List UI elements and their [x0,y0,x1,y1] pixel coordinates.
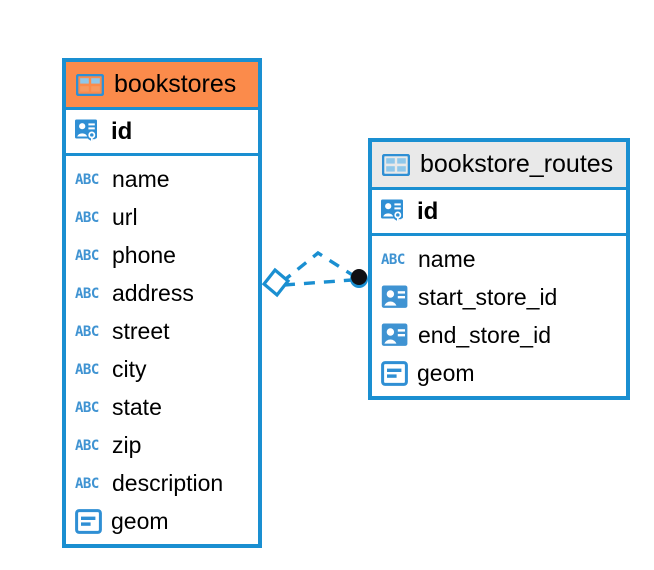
field-row[interactable]: start_store_id [372,278,626,316]
primary-key-icon [74,117,104,147]
field-label: url [112,203,138,230]
filled-circle-marker [350,269,368,288]
svg-text:ABC: ABC [75,438,99,453]
field-row[interactable]: geom [372,354,626,392]
foreign-key-icon [381,322,409,348]
table-icon [382,153,410,176]
svg-text:ABC: ABC [75,362,99,377]
field-label: street [112,317,170,344]
field-row[interactable]: ABC name [66,160,258,198]
field-label: zip [112,431,142,458]
field-row[interactable]: ABC phone [66,236,258,274]
table-icon [76,73,104,96]
geometry-icon [75,508,102,534]
field-row[interactable]: ABC url [66,198,258,236]
entity-bookstores-title: bookstores [114,70,237,98]
field-row[interactable]: ABC description [66,464,258,502]
svg-text:ABC: ABC [75,248,99,263]
abc-text-icon: ABC [75,475,103,491]
entity-bookstore-routes-title: bookstore_routes [420,150,614,178]
field-row[interactable]: ABC street [66,312,258,350]
entity-bookstore-routes-primary-key-row[interactable]: id [372,190,626,236]
foreign-key-icon [381,284,409,310]
abc-text-icon: ABC [75,399,103,415]
abc-text-icon: ABC [75,361,103,377]
abc-text-icon: ABC [75,285,103,301]
field-row[interactable]: ABC zip [66,426,258,464]
abc-text-icon: ABC [381,251,409,267]
svg-text:ABC: ABC [75,324,99,339]
svg-text:ABC: ABC [75,476,99,491]
svg-text:ABC: ABC [75,286,99,301]
field-label: description [112,469,224,496]
svg-text:ABC: ABC [75,400,99,415]
field-label: name [418,245,476,272]
field-row[interactable]: end_store_id [372,316,626,354]
field-row[interactable]: geom [66,502,258,540]
relationship-line-upper [280,250,355,284]
field-label: geom [111,507,169,534]
field-label: phone [112,241,176,268]
relationship-line-lower [283,278,353,287]
field-label: geom [417,359,475,386]
entity-bookstores-header[interactable]: bookstores [66,62,258,110]
svg-text:ABC: ABC [75,210,99,225]
svg-text:ABC: ABC [75,172,99,187]
diamond-marker [261,267,291,298]
field-row[interactable]: ABC state [66,388,258,426]
svg-text:ABC: ABC [381,252,405,267]
entity-bookstores-primary-key-row[interactable]: id [66,110,258,156]
abc-text-icon: ABC [75,171,103,187]
field-label: city [112,355,147,382]
abc-text-icon: ABC [75,209,103,225]
field-label: address [112,279,194,306]
field-label: start_store_id [418,283,558,310]
geometry-icon [381,360,408,386]
primary-key-icon [380,197,410,227]
abc-text-icon: ABC [75,437,103,453]
field-row[interactable]: ABC name [372,240,626,278]
field-label: end_store_id [418,321,551,348]
entity-bookstore-routes-primary-key-label: id [417,197,439,225]
field-label: name [112,165,170,192]
entity-bookstores-primary-key-label: id [111,117,133,145]
field-label: state [112,393,162,420]
field-row[interactable]: ABC city [66,350,258,388]
abc-text-icon: ABC [75,247,103,263]
abc-text-icon: ABC [75,323,103,339]
field-row[interactable]: ABC address [66,274,258,312]
entity-bookstore-routes-header[interactable]: bookstore_routes [372,142,626,190]
